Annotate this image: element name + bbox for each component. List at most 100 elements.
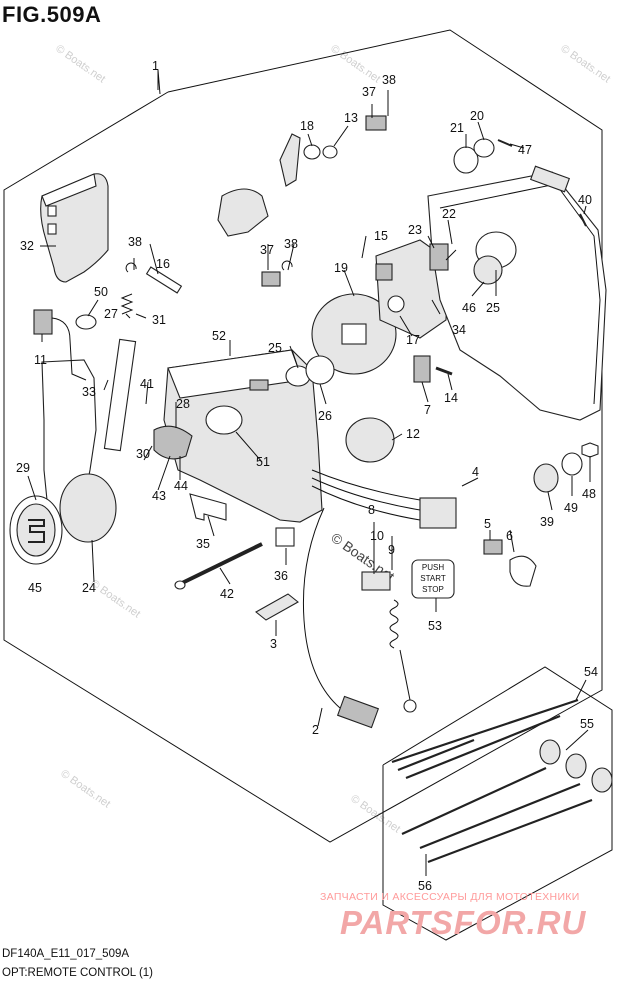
callout-11: 11 — [34, 353, 47, 367]
callout-31: 31 — [152, 313, 166, 327]
callout-23: 23 — [408, 223, 422, 237]
part-14-screw — [435, 366, 453, 376]
callout-13: 13 — [344, 111, 358, 125]
arm-lever — [279, 133, 301, 187]
watermark-text: © Boats.net — [58, 768, 112, 811]
callout-49: 49 — [564, 501, 578, 515]
callout-9: 9 — [388, 543, 395, 557]
callout-43: 43 — [152, 489, 166, 503]
part-42-bolt-head — [174, 580, 186, 590]
watermark-text: © Boats.net — [558, 43, 612, 86]
part-32-lever-knob — [41, 173, 97, 207]
callout-22: 22 — [442, 207, 456, 221]
callout-24: 24 — [82, 581, 96, 595]
callout-2: 2 — [312, 723, 319, 737]
figure-code: DF140A_E11_017_509A — [2, 948, 130, 960]
decal-line-2: START — [420, 574, 446, 583]
part-26-ring — [305, 355, 335, 385]
callout-38a: 38 — [382, 73, 396, 87]
part-38-clip — [125, 262, 137, 273]
part-11-connector — [33, 309, 53, 335]
callout-labels: 1 2 3 4 5 6 7 8 9 10 11 12 13 14 15 16 1… — [16, 59, 598, 893]
bracket-hole — [387, 295, 405, 313]
callout-14: 14 — [444, 391, 458, 405]
callout-52: 52 — [212, 329, 226, 343]
part-10-switch — [361, 571, 391, 591]
part-37-block — [261, 271, 281, 287]
callout-15: 15 — [374, 229, 388, 243]
watermark-text: © Boats.net — [328, 43, 382, 86]
callout-25a: 25 — [268, 341, 282, 355]
callout-5: 5 — [484, 517, 491, 531]
part-40-screw — [579, 213, 587, 227]
lever-slot — [47, 205, 57, 217]
part-20-button — [473, 138, 495, 158]
part-3-plate — [255, 593, 299, 621]
watermark-text: © Boats.net — [53, 43, 107, 86]
callout-33: 33 — [82, 385, 96, 399]
callout-4: 4 — [472, 465, 479, 479]
callout-36: 36 — [274, 569, 288, 583]
harness-wires — [311, 485, 421, 521]
kit-54-frame — [382, 666, 613, 941]
part-56-rod — [427, 798, 593, 864]
part-28-cam — [153, 425, 193, 460]
cover-edge — [439, 183, 601, 405]
watermark-text: © Boats.net — [88, 578, 142, 621]
callout-25b: 25 — [486, 301, 500, 315]
part-13-washer — [322, 145, 338, 159]
part-2-harness — [302, 507, 341, 709]
part-55-spacer — [539, 739, 561, 765]
callout-28: 28 — [176, 397, 190, 411]
leader-lines — [27, 70, 591, 876]
callout-40: 40 — [578, 193, 592, 207]
suzuki-s-icon — [28, 519, 45, 543]
callout-54: 54 — [584, 665, 598, 679]
callout-38b: 38 — [284, 237, 298, 251]
part-36-block — [275, 527, 295, 547]
callout-47: 47 — [518, 143, 532, 157]
part-42-bolt — [179, 542, 263, 586]
part-45-badge — [16, 503, 56, 557]
callout-27: 27 — [104, 307, 118, 321]
part-50-washer — [75, 314, 97, 330]
part-15-detent — [375, 263, 393, 281]
lanyard-cord — [399, 649, 411, 701]
lanyard-clip — [403, 699, 417, 713]
callout-10: 10 — [370, 529, 384, 543]
callout-53: 53 — [428, 619, 442, 633]
callout-37a: 37 — [362, 85, 376, 99]
part-7-connector — [413, 355, 431, 383]
right-cover — [427, 171, 607, 421]
part-37-block — [365, 115, 387, 131]
callout-3: 3 — [270, 637, 277, 651]
part-55-spacer — [591, 767, 613, 793]
part-53-decal — [411, 559, 455, 599]
part-56-rod — [419, 782, 581, 850]
part-46-bearing — [473, 255, 503, 285]
part-18-washer — [303, 144, 321, 160]
figure-title: FIG.509A — [2, 2, 102, 27]
part-6-key-cap — [509, 555, 537, 587]
part-48-nut — [581, 442, 599, 458]
part-27-spring — [120, 293, 134, 315]
part-16-pin — [145, 266, 183, 294]
lanyard-coil — [389, 599, 399, 649]
part-38-clip — [281, 260, 293, 271]
plate-square-bore — [341, 323, 367, 345]
callout-56: 56 — [418, 879, 432, 893]
callout-32: 32 — [20, 239, 34, 253]
callout-34: 34 — [452, 323, 466, 337]
part-56-rod — [397, 738, 475, 772]
callout-17: 17 — [406, 333, 420, 347]
shop-watermark-logo: PARTSFOR.RU — [340, 904, 587, 941]
part-39-bushing — [533, 463, 559, 493]
callout-35: 35 — [196, 537, 210, 551]
connector-wire — [51, 317, 87, 381]
part-4-key-switch — [419, 497, 457, 529]
housing-shaft-bore — [205, 405, 243, 435]
callout-44: 44 — [174, 479, 188, 493]
callout-50: 50 — [94, 285, 108, 299]
callout-18: 18 — [300, 119, 314, 133]
